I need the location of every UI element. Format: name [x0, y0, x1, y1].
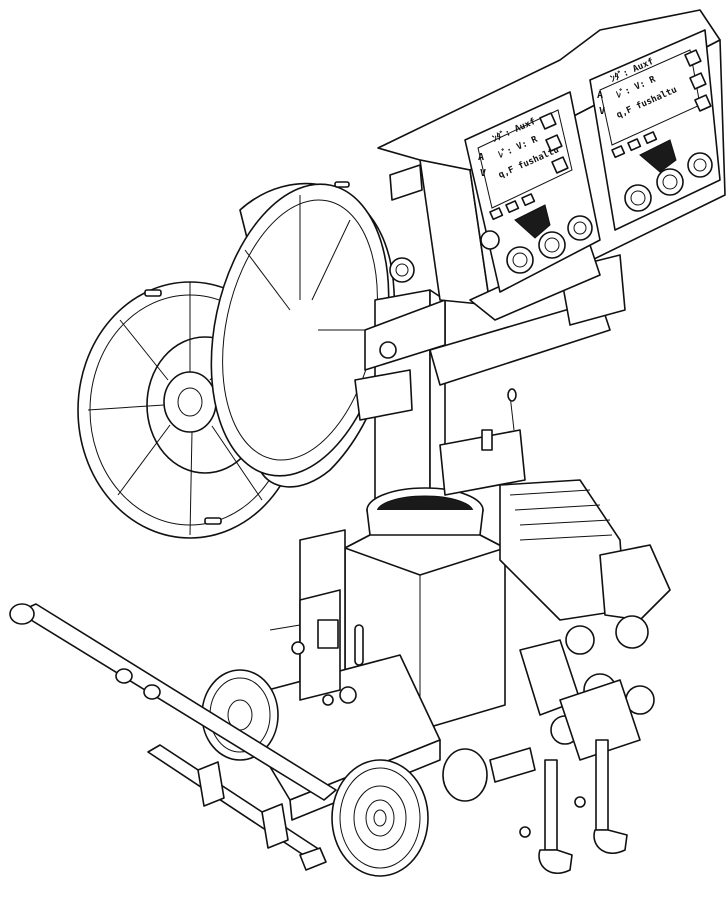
support-mast — [354, 254, 626, 506]
wire-spool-rear — [210, 181, 396, 488]
side-clamp — [269, 589, 341, 701]
panel-right-label-a: A — [597, 90, 603, 101]
guide-arm — [9, 603, 337, 871]
flux-hopper — [344, 487, 506, 731]
control-panel-left: A V ﾝﾀﾞ: Auxf ﾚﾞ: V: R q,F fushaltu — [464, 91, 601, 293]
drive-motor — [439, 388, 671, 621]
control-panel-right: A V ﾝﾀﾞ: Auxf ﾚﾞ: V: R q,F fushaltu — [589, 29, 721, 231]
wheel-front — [331, 759, 429, 877]
panel-left-label-a: A — [478, 152, 484, 163]
panel-right-label-v: V — [599, 106, 605, 117]
torch-assembly — [489, 615, 655, 875]
panel-left-label-v: V — [480, 168, 486, 179]
